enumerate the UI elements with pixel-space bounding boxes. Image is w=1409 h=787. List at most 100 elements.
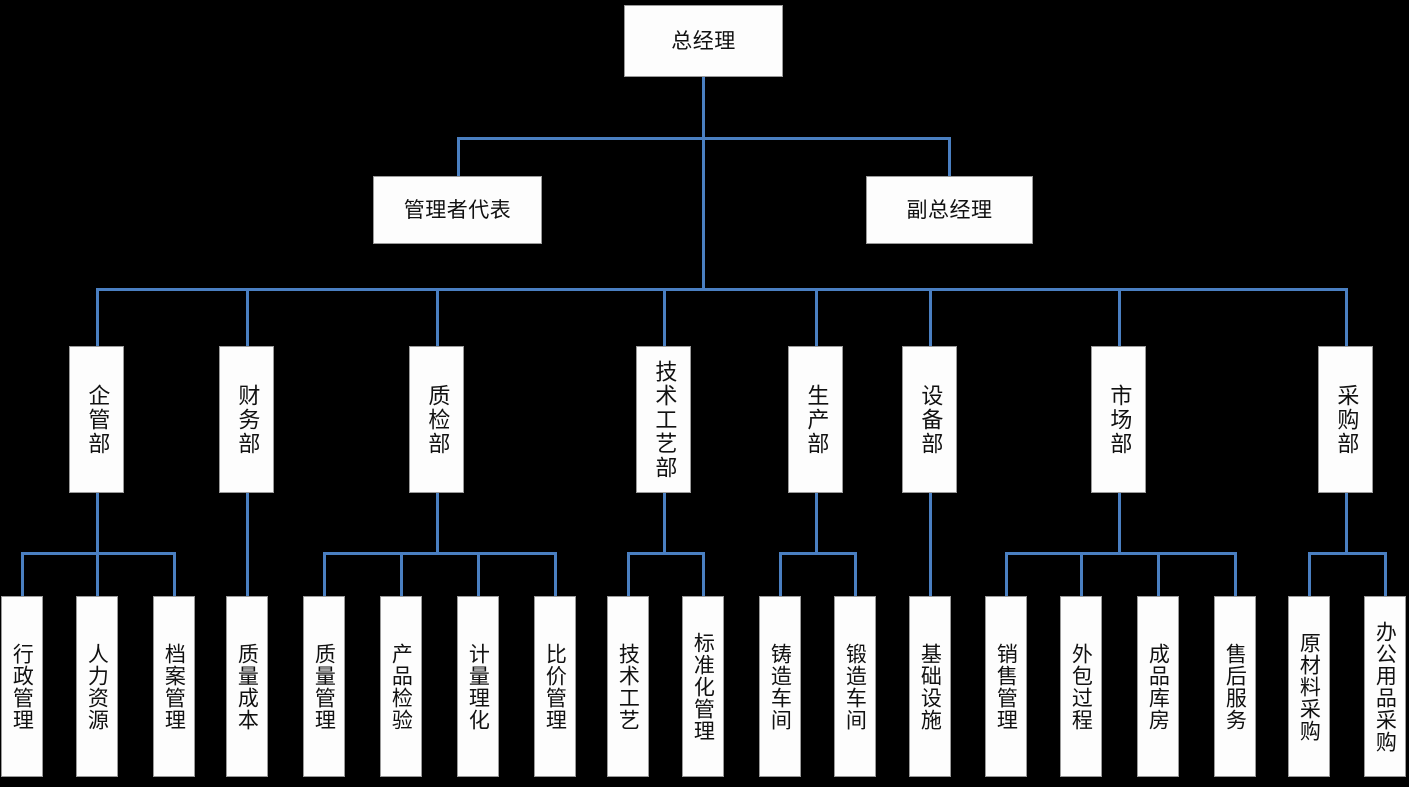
connector-to-dept-6 [929, 288, 932, 346]
node-label: 市场部 [1106, 383, 1132, 456]
connector-dept3-stem [436, 493, 439, 552]
node-metrology-physicochemical[interactable]: 计量理化 [457, 596, 499, 777]
connector-dept3-bus [323, 552, 554, 555]
connector-dept5-bus [779, 552, 857, 555]
connector-dept8-bus [1308, 552, 1386, 555]
connector-dept4-stem [663, 493, 666, 552]
node-label: 采购部 [1333, 383, 1359, 456]
node-label: 原材料采购 [1297, 631, 1322, 742]
node-quality-management[interactable]: 质量管理 [303, 596, 345, 777]
connector-dept8-stem [1345, 493, 1348, 552]
node-label: 设备部 [917, 383, 943, 456]
node-label: 成品库房 [1146, 642, 1171, 731]
node-forging-workshop[interactable]: 锻造车间 [834, 596, 876, 777]
node-label: 人力资源 [85, 642, 110, 731]
connector-dept1-stem [96, 493, 99, 552]
connector-dept5-child-2 [854, 552, 857, 596]
connector-dept7-stem [1118, 493, 1121, 552]
connector-dept4-bus [627, 552, 705, 555]
node-office-supplies-purchasing[interactable]: 办公用品采购 [1364, 596, 1406, 777]
connector-dept1-child-1 [21, 552, 24, 596]
node-label: 财务部 [234, 383, 260, 456]
connector-dept8-child-2 [1384, 552, 1387, 596]
node-label: 技术工艺部 [651, 359, 677, 480]
node-label: 计量理化 [466, 642, 491, 731]
node-label: 技术工艺 [616, 642, 641, 731]
connector-to-dept-1 [96, 288, 99, 346]
connector-to-mgmt-rep [457, 137, 460, 176]
node-label: 销售管理 [994, 642, 1019, 731]
node-deputy-general-manager[interactable]: 副总经理 [866, 176, 1033, 244]
node-enterprise-management-dept[interactable]: 企管部 [69, 346, 124, 493]
node-label: 生产部 [803, 383, 829, 456]
connector-dept1-child-2 [96, 552, 99, 596]
node-after-sales-service[interactable]: 售后服务 [1214, 596, 1256, 777]
node-price-comparison-management[interactable]: 比价管理 [534, 596, 576, 777]
node-product-inspection[interactable]: 产品检验 [380, 596, 422, 777]
node-label: 质量成本 [235, 642, 260, 731]
node-label: 售后服务 [1223, 642, 1248, 731]
node-marketing-dept[interactable]: 市场部 [1091, 346, 1146, 493]
node-raw-material-purchasing[interactable]: 原材料采购 [1288, 596, 1330, 777]
connector-dept5-stem [815, 493, 818, 552]
node-label: 行政管理 [10, 642, 35, 731]
node-label: 副总经理 [906, 197, 993, 222]
node-equipment-dept[interactable]: 设备部 [902, 346, 957, 493]
node-quality-inspection-dept[interactable]: 质检部 [409, 346, 464, 493]
connector-to-dept-7 [1118, 288, 1121, 346]
connector-dept4-child-1 [627, 552, 630, 596]
node-label: 外包过程 [1069, 642, 1094, 731]
node-label: 标准化管理 [691, 631, 716, 742]
node-label: 档案管理 [162, 642, 187, 731]
connector-dept7-child-4 [1234, 552, 1237, 596]
node-label: 质量管理 [312, 642, 337, 731]
connector-to-dept-3 [436, 288, 439, 346]
connector-dept-bus [96, 288, 1347, 291]
node-finished-goods-warehouse[interactable]: 成品库房 [1137, 596, 1179, 777]
node-label: 办公用品采购 [1373, 620, 1398, 753]
node-casting-workshop[interactable]: 铸造车间 [759, 596, 801, 777]
node-human-resources[interactable]: 人力资源 [76, 596, 118, 777]
node-records-management[interactable]: 档案管理 [153, 596, 195, 777]
connector-dept7-child-1 [1005, 552, 1008, 596]
node-standardization-management[interactable]: 标准化管理 [682, 596, 724, 777]
connector-to-dept-5 [815, 288, 818, 346]
connector-to-dept-4 [663, 288, 666, 346]
node-outsourcing-process[interactable]: 外包过程 [1060, 596, 1102, 777]
connector-dept7-bus [1005, 552, 1236, 555]
node-quality-cost[interactable]: 质量成本 [226, 596, 268, 777]
node-label: 锻造车间 [843, 642, 868, 731]
node-infrastructure[interactable]: 基础设施 [909, 596, 951, 777]
node-general-manager[interactable]: 总经理 [624, 5, 783, 77]
node-technology-process-dept[interactable]: 技术工艺部 [636, 346, 691, 493]
connector-to-dept-8 [1345, 288, 1348, 346]
node-technology-process[interactable]: 技术工艺 [607, 596, 649, 777]
node-administrative-management[interactable]: 行政管理 [1, 596, 43, 777]
connector-dept1-child-3 [173, 552, 176, 596]
node-management-representative[interactable]: 管理者代表 [373, 176, 542, 244]
connector-root-stem [702, 77, 705, 137]
connector-dept3-child-3 [477, 552, 480, 596]
node-label: 总经理 [671, 28, 736, 53]
connector-dept7-child-2 [1080, 552, 1083, 596]
connector-dept4-child-2 [702, 552, 705, 596]
connector-dept2-child-1 [246, 493, 249, 596]
node-production-dept[interactable]: 生产部 [788, 346, 843, 493]
node-label: 产品检验 [389, 642, 414, 731]
node-label: 企管部 [84, 383, 110, 456]
node-sales-management[interactable]: 销售管理 [985, 596, 1027, 777]
connector-dept6-child-1 [929, 493, 932, 596]
node-purchasing-dept[interactable]: 采购部 [1318, 346, 1373, 493]
connector-root-trunk [702, 137, 705, 288]
node-label: 基础设施 [918, 642, 943, 731]
node-label: 比价管理 [543, 642, 568, 731]
connector-dept3-child-1 [323, 552, 326, 596]
node-label: 质检部 [424, 383, 450, 456]
node-finance-dept[interactable]: 财务部 [219, 346, 274, 493]
node-label: 铸造车间 [768, 642, 793, 731]
connector-to-deputy-gm [948, 137, 951, 176]
connector-dept8-child-1 [1308, 552, 1311, 596]
node-label: 管理者代表 [403, 197, 512, 222]
connector-dept5-child-1 [779, 552, 782, 596]
